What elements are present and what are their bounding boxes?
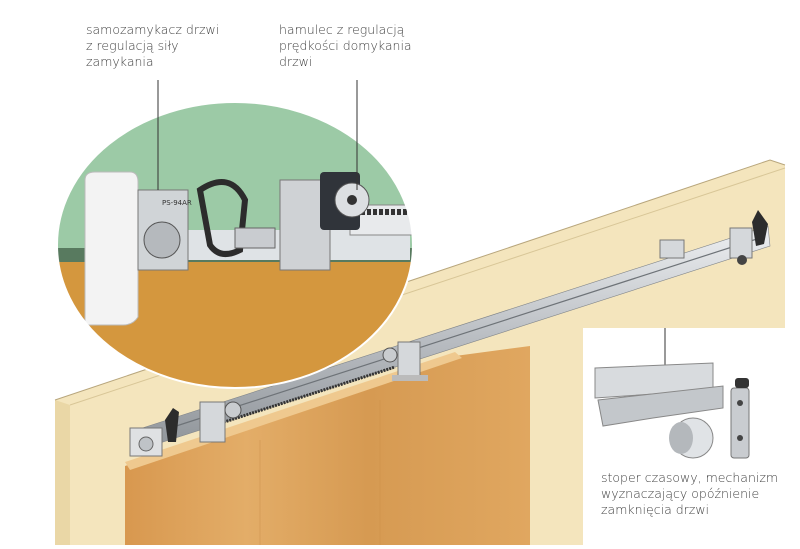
stopper-detail-inset xyxy=(583,328,785,545)
magnified-detail: PS-94AR xyxy=(57,102,413,388)
callout-stopper: stoper czasowy, mechanizm wyznaczający o… xyxy=(601,470,779,517)
timed-stopper-closeup xyxy=(594,328,750,459)
device-label: PS-94AR xyxy=(162,199,192,207)
magnifier-outline xyxy=(56,101,414,389)
soft-close-unit-left xyxy=(129,401,242,457)
carriage-center xyxy=(382,341,428,381)
callout-closer: samozamykacz drzwi z regulacją siły zamy… xyxy=(86,22,220,69)
callout-brake: hamulec z regulacją prędkości domykania … xyxy=(279,22,412,69)
timed-stopper-on-rail xyxy=(659,210,768,265)
